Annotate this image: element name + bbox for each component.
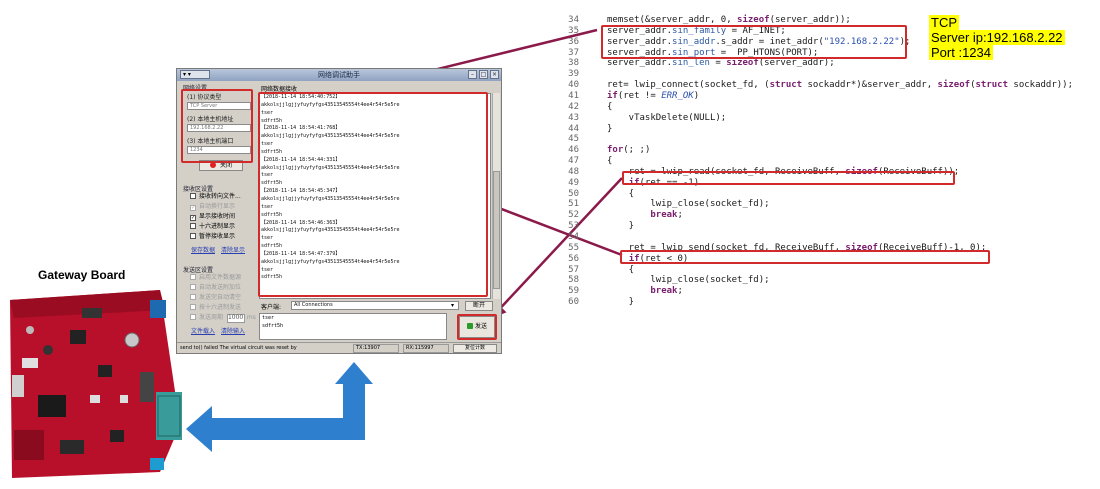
code-line: 34memset(&server_addr, 0, sizeof(server_… bbox=[607, 15, 851, 25]
line-number: 48 bbox=[565, 167, 579, 177]
code-text: ret= lwip_connect(socket_fd, (struct soc… bbox=[607, 80, 1073, 90]
line-number: 59 bbox=[565, 286, 579, 296]
lwip-send-highlight-box bbox=[620, 250, 990, 264]
code-text: { bbox=[607, 189, 634, 199]
code-line: 51 lwip_close(socket_fd); bbox=[607, 199, 770, 209]
code-line: 58 lwip_close(socket_fd); bbox=[607, 275, 770, 285]
lwip-read-highlight-box bbox=[622, 171, 955, 185]
line-number: 41 bbox=[565, 91, 579, 101]
tcp-note-line: Port :1234 bbox=[929, 45, 993, 60]
code-line: 47{ bbox=[607, 156, 612, 166]
code-text: for(; ;) bbox=[607, 145, 650, 155]
line-number: 60 bbox=[565, 297, 579, 307]
line-number: 49 bbox=[565, 178, 579, 188]
tcp-server-note: TCP Server ip:192.168.2.22 Port :1234 bbox=[929, 15, 1065, 60]
code-line: 38server_addr.sin_len = sizeof(server_ad… bbox=[607, 58, 835, 68]
line-number: 42 bbox=[565, 102, 579, 112]
code-line: 59 break; bbox=[607, 286, 683, 296]
code-text: vTaskDelete(NULL); bbox=[607, 113, 726, 123]
line-number: 58 bbox=[565, 275, 579, 285]
code-line: 57 { bbox=[607, 265, 634, 275]
line-number: 46 bbox=[565, 145, 579, 155]
code-text: if(ret != ERR_OK) bbox=[607, 91, 699, 101]
code-line: 53 } bbox=[607, 221, 634, 231]
tcp-note-line: Server ip:192.168.2.22 bbox=[929, 30, 1065, 45]
code-text: lwip_close(socket_fd); bbox=[607, 275, 770, 285]
line-number: 38 bbox=[565, 58, 579, 68]
line-number: 56 bbox=[565, 254, 579, 264]
code-text: break; bbox=[607, 286, 683, 296]
code-text: { bbox=[607, 156, 612, 166]
code-line: 40ret= lwip_connect(socket_fd, (struct s… bbox=[607, 80, 1073, 90]
line-number: 45 bbox=[565, 134, 579, 144]
line-number: 54 bbox=[565, 232, 579, 242]
line-number: 50 bbox=[565, 189, 579, 199]
code-text: } bbox=[607, 297, 634, 307]
code-text: } bbox=[607, 221, 634, 231]
code-line: 42{ bbox=[607, 102, 612, 112]
code-text: break; bbox=[607, 210, 683, 220]
line-number: 35 bbox=[565, 26, 579, 36]
line-number: 34 bbox=[565, 15, 579, 25]
line-number: 37 bbox=[565, 48, 579, 58]
line-number: 57 bbox=[565, 265, 579, 275]
code-line: 60 } bbox=[607, 297, 634, 307]
line-number: 44 bbox=[565, 124, 579, 134]
code-line: 44} bbox=[607, 124, 612, 134]
code-text: server_addr.sin_len = sizeof(server_addr… bbox=[607, 58, 835, 68]
code-line: 52 break; bbox=[607, 210, 683, 220]
line-number: 52 bbox=[565, 210, 579, 220]
line-number: 55 bbox=[565, 243, 579, 253]
line-number: 39 bbox=[565, 69, 579, 79]
code-text: { bbox=[607, 102, 612, 112]
line-number: 40 bbox=[565, 80, 579, 90]
code-text: memset(&server_addr, 0, sizeof(server_ad… bbox=[607, 15, 851, 25]
code-line: 46for(; ;) bbox=[607, 145, 650, 155]
code-text: } bbox=[607, 124, 612, 134]
tcp-note-line: TCP bbox=[929, 15, 959, 30]
code-line: 41if(ret != ERR_OK) bbox=[607, 91, 699, 101]
code-line: 50 { bbox=[607, 189, 634, 199]
code-line: 43 vTaskDelete(NULL); bbox=[607, 113, 726, 123]
code-text: { bbox=[607, 265, 634, 275]
line-number: 53 bbox=[565, 221, 579, 231]
line-number: 43 bbox=[565, 113, 579, 123]
server-addr-highlight-box bbox=[601, 25, 907, 59]
line-number: 47 bbox=[565, 156, 579, 166]
line-number: 51 bbox=[565, 199, 579, 209]
line-number: 36 bbox=[565, 37, 579, 47]
code-text: lwip_close(socket_fd); bbox=[607, 199, 770, 209]
